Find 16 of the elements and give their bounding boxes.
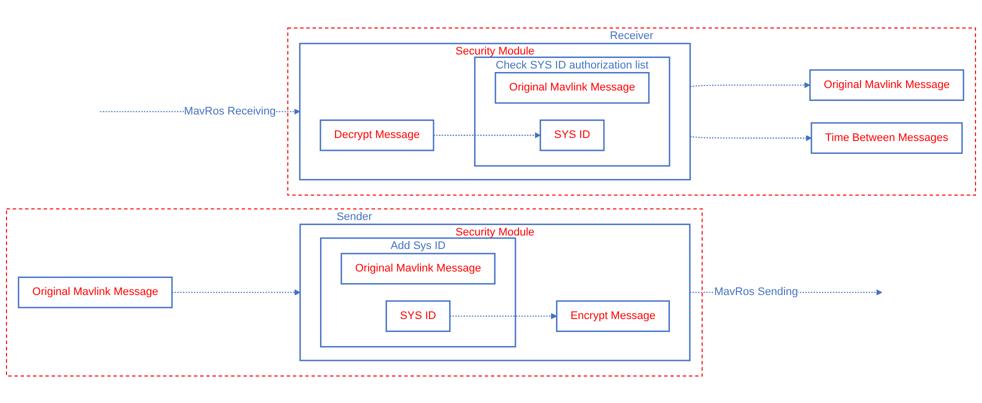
node-box: Original Mavlink Message bbox=[340, 252, 496, 284]
node-box: Time Between Messages bbox=[810, 122, 963, 154]
node-box: SYS ID bbox=[540, 119, 605, 151]
arrow bbox=[172, 288, 300, 295]
node-box: Original Mavlink Message bbox=[18, 276, 173, 308]
node-box: Original Mavlink Message bbox=[809, 68, 964, 100]
node-box: Decrypt Message bbox=[320, 119, 434, 151]
node-box: SYS ID bbox=[386, 300, 451, 332]
node-box: Encrypt Message bbox=[556, 300, 670, 332]
edge-label: MavRos Receiving bbox=[184, 104, 276, 117]
arrow bbox=[690, 82, 810, 88]
arrow bbox=[434, 132, 541, 138]
arrow bbox=[690, 134, 812, 141]
edge-label: MavRos Sending bbox=[714, 286, 798, 298]
node-box: Original Mavlink Message bbox=[494, 72, 650, 104]
arrow bbox=[450, 312, 557, 319]
